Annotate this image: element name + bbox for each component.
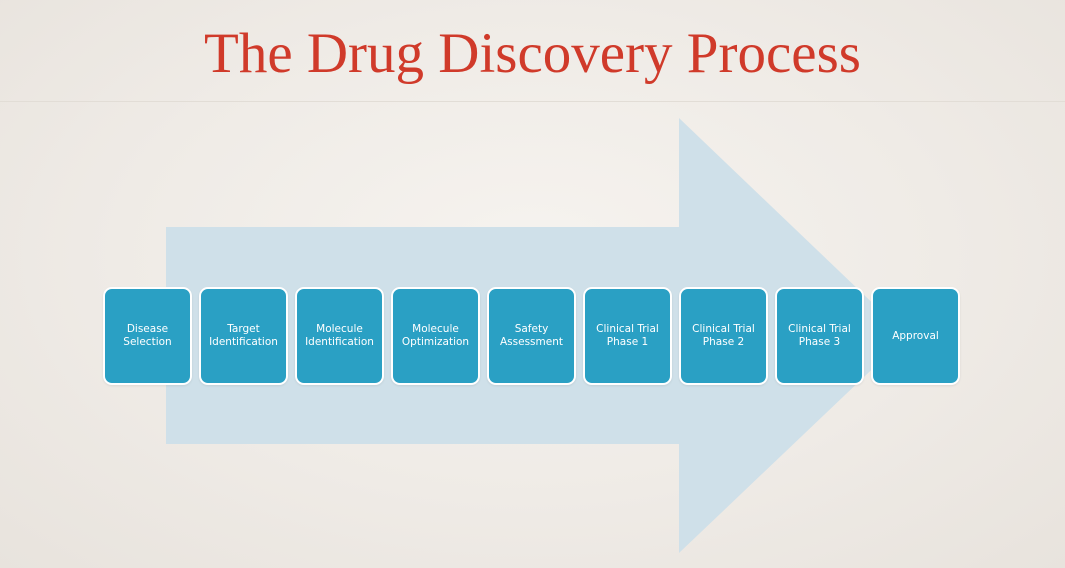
step-clinical-trial-phase-1: Clinical Trial Phase 1 — [583, 287, 672, 385]
title-divider — [0, 101, 1065, 102]
step-safety-assessment: Safety Assessment — [487, 287, 576, 385]
step-approval: Approval — [871, 287, 960, 385]
step-clinical-trial-phase-2: Clinical Trial Phase 2 — [679, 287, 768, 385]
step-target-identification: Target Identification — [199, 287, 288, 385]
step-molecule-identification: Molecule Identification — [295, 287, 384, 385]
slide-title: The Drug Discovery Process — [204, 22, 861, 85]
process-steps: Disease Selection Target Identification … — [103, 287, 960, 385]
step-molecule-optimization: Molecule Optimization — [391, 287, 480, 385]
step-clinical-trial-phase-3: Clinical Trial Phase 3 — [775, 287, 864, 385]
step-disease-selection: Disease Selection — [103, 287, 192, 385]
